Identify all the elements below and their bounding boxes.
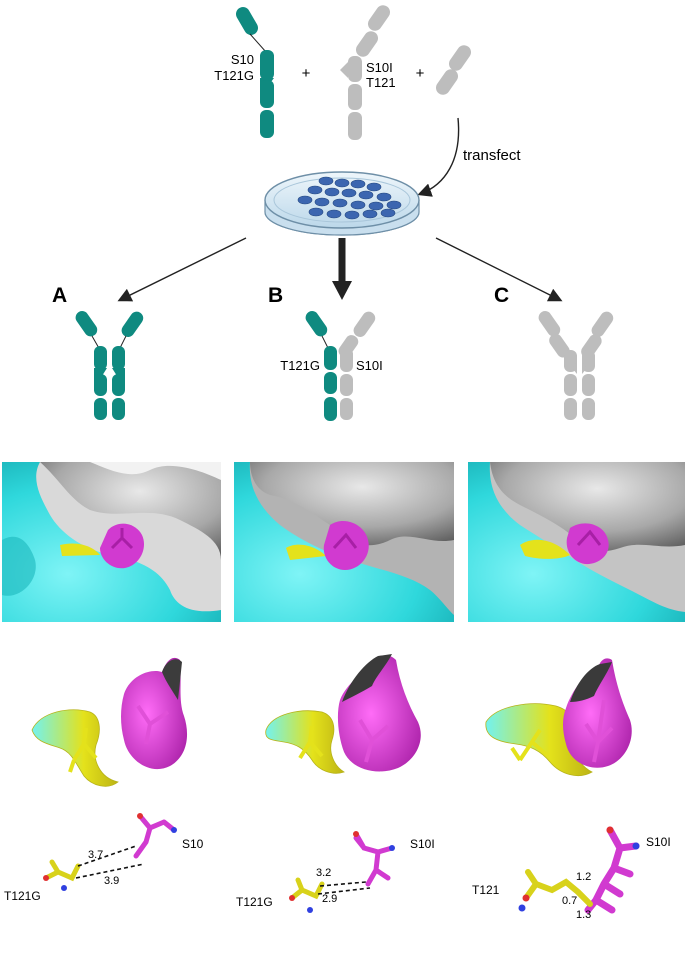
stick-model-a	[43, 813, 177, 891]
pocket-closeup-a	[31, 657, 188, 787]
stick-model-c	[518, 826, 640, 914]
a-distance-2: 3.9	[104, 875, 119, 887]
b-bottom-residue: T121G	[236, 895, 273, 909]
stick-model-b	[289, 831, 395, 913]
b-distance-1: 3.2	[316, 867, 331, 879]
c-distance-3: 1.3	[576, 909, 591, 921]
panel-letter-c: C	[494, 284, 509, 307]
antibody-a-teal-homodimer	[75, 311, 144, 420]
ab2-label-2: T121	[366, 75, 396, 90]
a-bottom-residue: T121G	[4, 889, 41, 903]
c-top-residue: S10I	[646, 835, 671, 849]
petri-dish	[264, 171, 420, 236]
b-label-left: T121G	[280, 358, 320, 373]
panel-letter-a: A	[52, 284, 67, 307]
antibody-c-gray-homodimer	[538, 311, 614, 420]
transfect-arrow	[417, 117, 460, 197]
surface-panel-a	[2, 462, 221, 622]
surface-panel-b	[234, 462, 454, 622]
antibody-b-heterodimer	[305, 311, 376, 421]
transfect-label: transfect	[463, 147, 521, 164]
gray-light-chain	[435, 45, 472, 95]
a-distance-1: 3.7	[88, 849, 103, 861]
b-label-right: S10I	[356, 358, 383, 373]
panel-letter-b: B	[268, 284, 283, 307]
ab2-label-1: S10I	[366, 60, 393, 75]
plus-sign-1: +	[302, 65, 311, 82]
arrow-to-c	[435, 237, 563, 302]
ab1-label-1: S10	[231, 52, 254, 67]
plus-sign-2: +	[416, 65, 425, 82]
arrow-to-a	[117, 237, 247, 302]
b-distance-2: 2.9	[322, 893, 337, 905]
a-top-residue: S10	[182, 837, 204, 851]
c-distance-1: 1.2	[576, 871, 591, 883]
teal-antibody-chain	[236, 7, 274, 138]
gray-antibody-chain	[340, 5, 391, 140]
pocket-closeup-b	[265, 654, 421, 774]
b-top-residue: S10I	[410, 837, 435, 851]
pocket-closeup-c	[485, 658, 632, 776]
arrow-to-b-head	[332, 281, 352, 300]
ab1-label-2: T121G	[214, 68, 254, 83]
c-bottom-residue: T121	[472, 883, 500, 897]
c-distance-2: 0.7	[562, 895, 577, 907]
surface-panel-c	[468, 462, 685, 622]
